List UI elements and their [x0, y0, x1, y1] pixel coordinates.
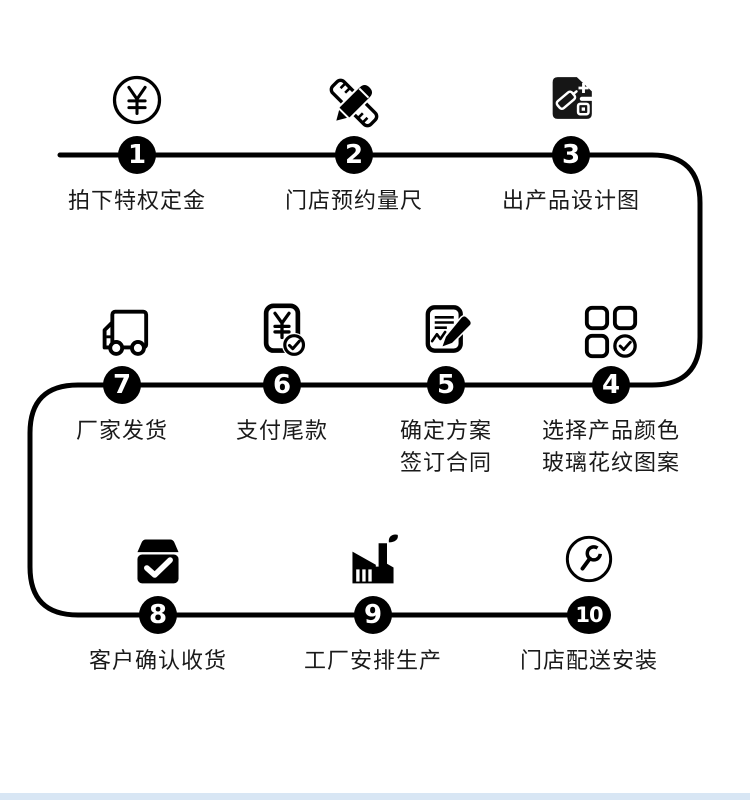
factory-icon: [345, 533, 401, 589]
step-2-number-badge: 2: [335, 136, 373, 174]
step-6-label: 支付尾款: [235, 419, 329, 444]
step-1-label: 拍下特权定金: [67, 189, 207, 214]
step-4-number-badge: 4: [592, 366, 630, 404]
step-1-number-badge: 1: [118, 136, 156, 174]
step-3-label: 出产品设计图: [501, 189, 641, 214]
package-check-icon: [130, 533, 186, 589]
step-9-label: 工厂安排生产: [303, 649, 443, 674]
delivery-truck-icon: [93, 303, 151, 361]
design-file-icon: [546, 73, 596, 123]
step-8-number-badge: 8: [139, 596, 177, 634]
step-8-label: 客户确认收货: [88, 649, 228, 674]
footer-accent-bar: [0, 793, 750, 800]
step-10-number-badge: 10: [567, 596, 611, 634]
payment-receipt-check-icon: [254, 303, 310, 359]
contract-sign-icon: [420, 303, 472, 355]
wrench-install-icon: [563, 533, 615, 585]
step-3-number-badge: 3: [552, 136, 590, 174]
step-2-label: 门店预约量尺: [284, 189, 424, 214]
yuan-coin-icon: [110, 73, 164, 127]
step-7-number-badge: 7: [103, 366, 141, 404]
step-7-label: 厂家发货: [75, 419, 169, 444]
color-pattern-grid-icon: [582, 303, 640, 361]
step-4-label: 选择产品颜色 玻璃花纹图案: [541, 419, 681, 476]
step-10-label: 门店配送安装: [519, 649, 659, 674]
step-5-label: 确定方案 签订合同: [399, 419, 493, 476]
pencil-ruler-icon: [324, 73, 384, 133]
step-6-number-badge: 6: [263, 366, 301, 404]
step-9-number-badge: 9: [354, 596, 392, 634]
step-5-number-badge: 5: [427, 366, 465, 404]
